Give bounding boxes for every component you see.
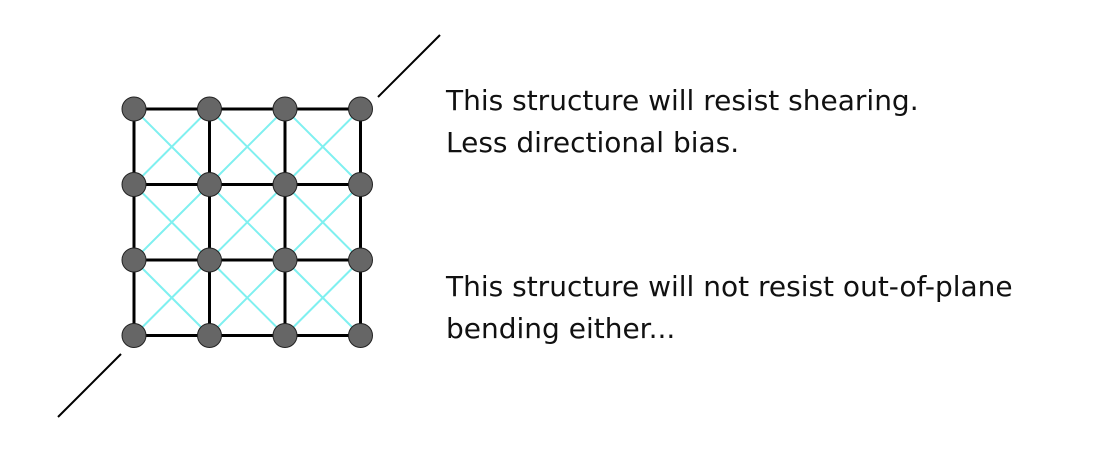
lattice-node (197, 323, 222, 348)
caption-line: Less directional bias. (446, 126, 740, 159)
lattice-node (272, 323, 298, 348)
shear-brace (284, 108, 362, 186)
caption-line: bending either... (446, 312, 676, 345)
shear-brace (208, 259, 286, 337)
lattice-node (348, 96, 373, 122)
shear-brace (133, 259, 211, 337)
lattice-node (197, 96, 222, 122)
lattice-node (272, 247, 298, 273)
lattice-node (121, 96, 147, 122)
shear-brace (208, 183, 286, 261)
caption-bending-resistance: This structure will not resist out-of-pl… (446, 266, 1013, 350)
lattice-edges (132, 107, 362, 337)
shear-brace (133, 108, 211, 186)
lattice-node (121, 247, 147, 273)
lattice-node (348, 247, 373, 273)
lattice-node (348, 172, 373, 197)
lattice-node (272, 172, 298, 197)
lattice-nodes (121, 96, 373, 348)
lattice-node (348, 323, 373, 348)
lattice-node (272, 96, 298, 122)
axis-line-lower (57, 353, 122, 418)
lattice-node (121, 172, 147, 197)
shear-brace (284, 183, 362, 261)
shear-brace (208, 108, 286, 186)
lattice-node (197, 172, 222, 197)
lattice-node (197, 247, 222, 273)
shear-brace (284, 259, 362, 337)
caption-shear-resistance: This structure will resist shearing. Les… (446, 80, 919, 164)
caption-line: This structure will not resist out-of-pl… (446, 270, 1013, 303)
lattice-node (121, 323, 147, 348)
axis-line-upper (377, 34, 441, 98)
caption-line: This structure will resist shearing. (446, 84, 919, 117)
shear-braces (133, 108, 362, 337)
shear-brace (133, 183, 211, 261)
